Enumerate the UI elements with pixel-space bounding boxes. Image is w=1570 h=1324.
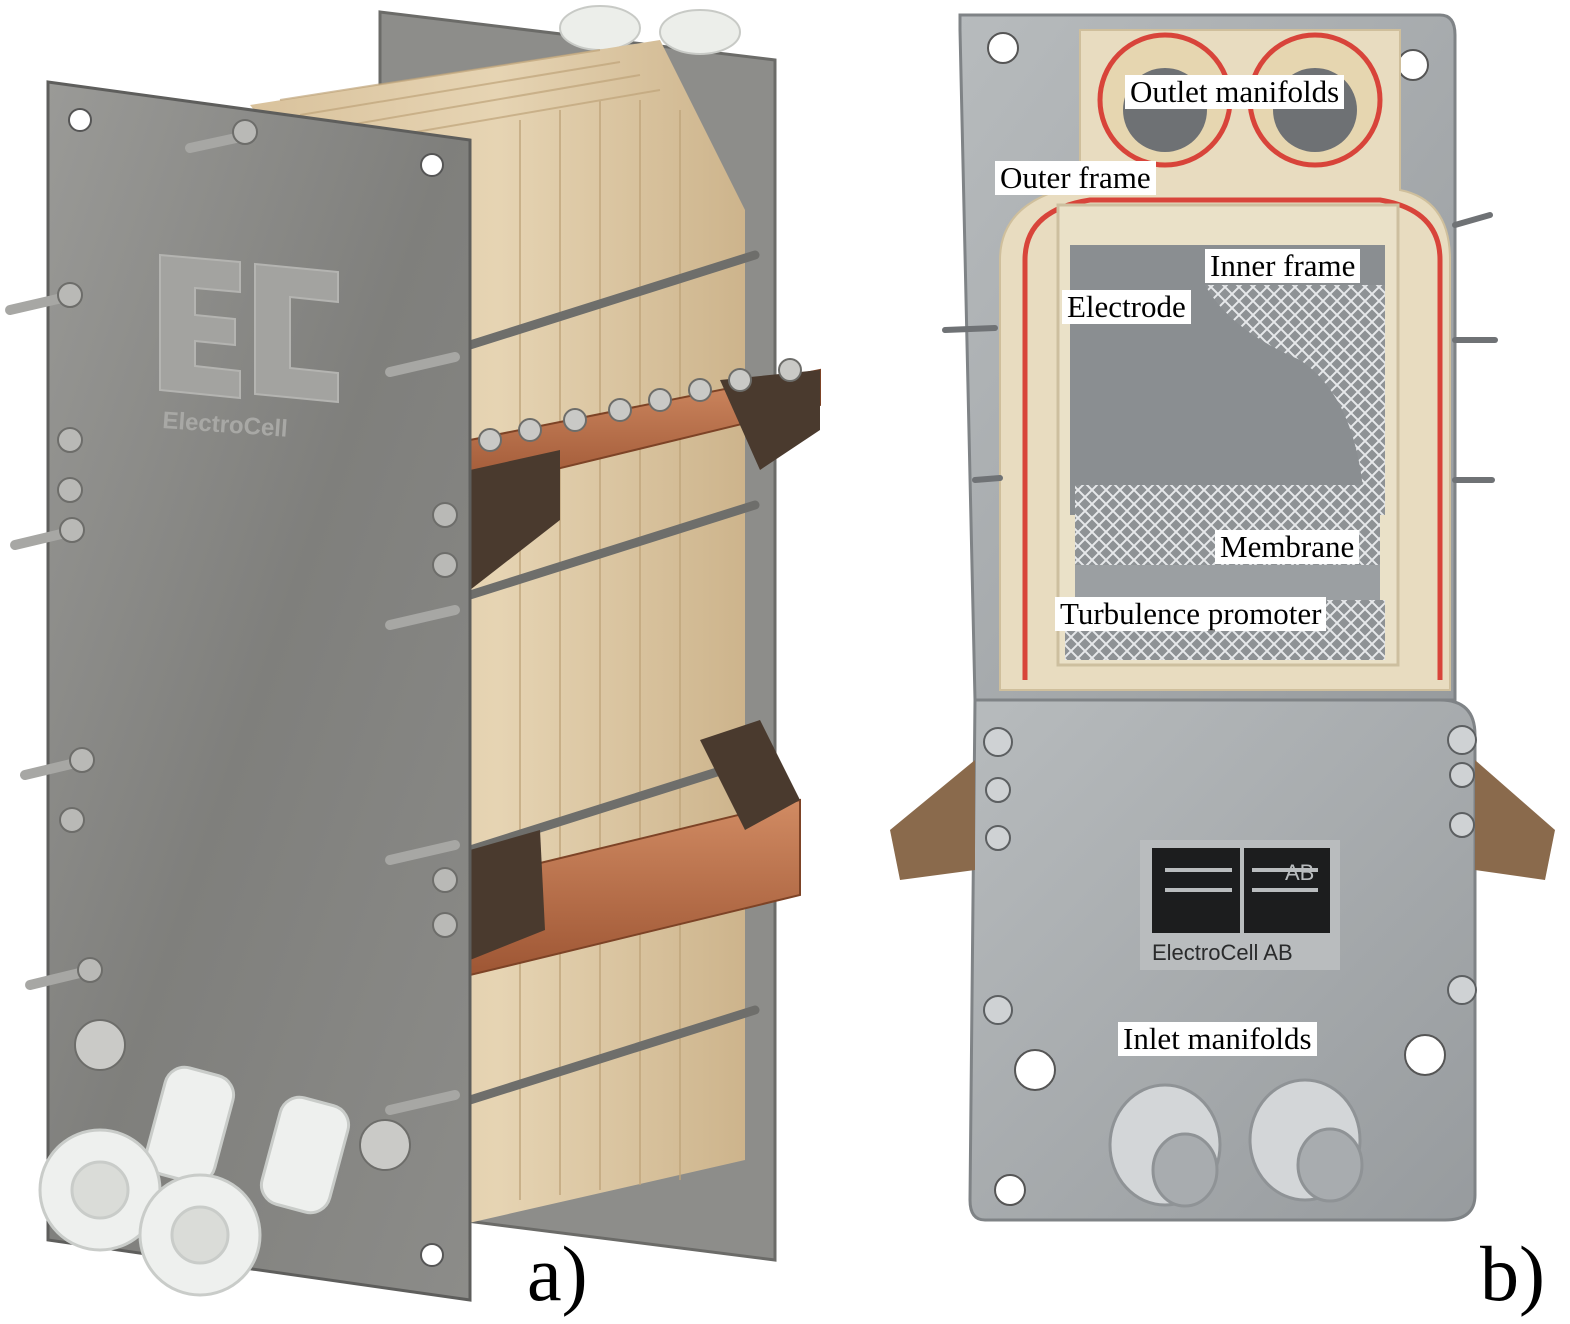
back-plate-holes xyxy=(987,32,1429,81)
cover-side-bracket xyxy=(1475,760,1555,880)
cover-side-bracket xyxy=(890,760,975,880)
cell-stack-ridges xyxy=(279,49,681,1200)
label-inner-frame: Inner frame xyxy=(1205,249,1361,283)
stud-nuts xyxy=(57,119,458,983)
lower-busbar-bracket xyxy=(470,830,545,960)
cover-screws xyxy=(983,725,1477,1025)
membrane-sheet xyxy=(1075,565,1380,600)
label-outlet-manifolds: Outlet manifolds xyxy=(1125,75,1345,109)
label-inlet-manifolds: Inlet manifolds xyxy=(1118,1022,1317,1056)
electrode-mesh xyxy=(1205,285,1385,515)
back-plate-side-rods xyxy=(942,212,1498,483)
top-manifold-cap xyxy=(659,9,741,55)
label-membrane: Membrane xyxy=(1215,530,1360,564)
frame-gasket xyxy=(1022,197,1443,680)
label-electrode: Electrode xyxy=(1062,290,1191,324)
front-end-plate xyxy=(46,80,472,1302)
front-plate-plugs xyxy=(74,1019,411,1171)
inlet-manifold-tubes xyxy=(1108,1078,1364,1208)
electrocell-stack-photo: ElectroCell xyxy=(5,5,821,1302)
ab-logo-text: ElectroCell AB xyxy=(1152,940,1293,965)
inlet-fittings-stack xyxy=(38,1065,351,1297)
ab-logo-lines xyxy=(1165,848,1318,933)
lower-busbar-bracket xyxy=(700,720,800,830)
panel-a-letter: a) xyxy=(527,1230,588,1317)
busbar-bolts xyxy=(478,358,802,452)
electrocell-logo xyxy=(159,253,339,404)
ab-logo-badge-text: AB xyxy=(1285,860,1314,885)
top-manifold-cap xyxy=(559,5,641,51)
upper-busbar-bracket xyxy=(720,370,820,470)
panel-b-letter: b) xyxy=(1480,1230,1545,1317)
opened-cell-photo: AB ElectroCell AB xyxy=(890,13,1555,1222)
label-outer-frame: Outer frame xyxy=(995,161,1156,195)
upper-busbar-bracket xyxy=(470,450,560,590)
label-turbulence-promoter: Turbulence promoter xyxy=(1055,597,1327,631)
tie-rods xyxy=(465,250,760,1105)
cover-holes xyxy=(994,1034,1446,1206)
